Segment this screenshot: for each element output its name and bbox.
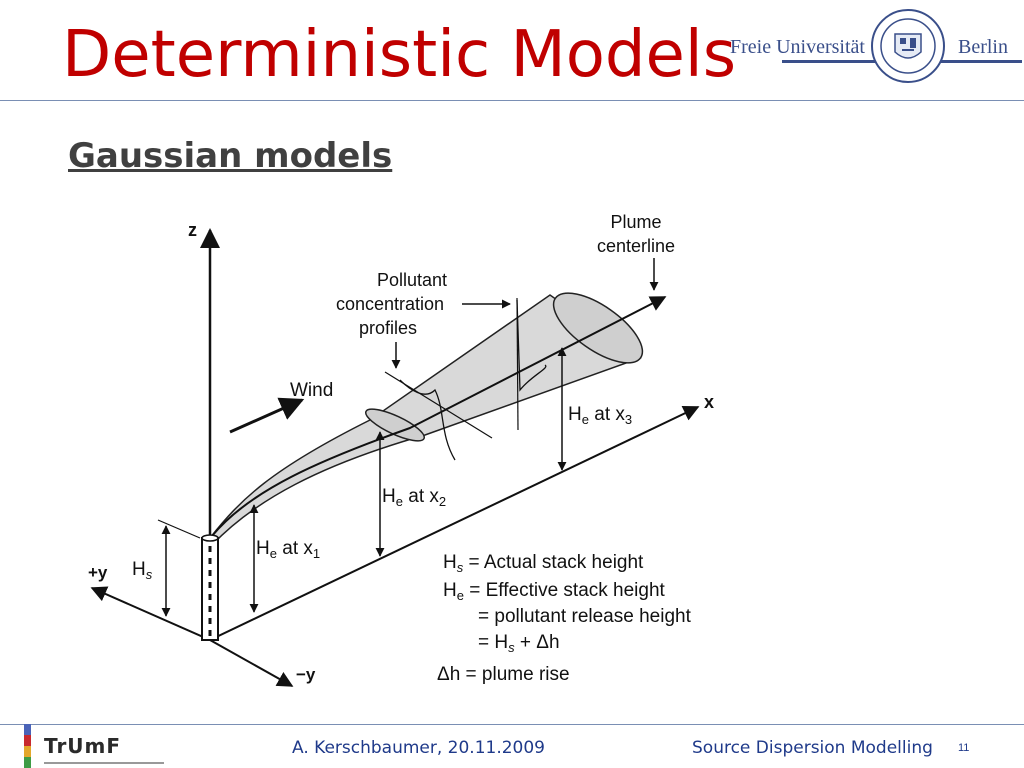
- gaussian-plume-diagram: z x +y −y Hs He at x1 He at x2 He at x3 …: [88, 212, 714, 687]
- wind-label: Wind: [290, 380, 333, 401]
- wind-arrow: [229, 397, 305, 434]
- x-axis: [209, 405, 700, 641]
- legend-line-1: Hs = Actual stack height: [443, 552, 644, 575]
- x-axis-label: x: [704, 392, 714, 412]
- page-number: 11: [958, 742, 970, 754]
- minus-y-label: −y: [296, 665, 316, 684]
- concentration-profile-far-axis: [516, 297, 519, 431]
- stack-top: [201, 534, 219, 542]
- footer-divider: [0, 724, 1024, 725]
- university-seal-icon: [871, 9, 945, 83]
- y-axis-minus: [209, 639, 294, 687]
- he3-label: He at x3: [568, 404, 632, 427]
- footer-color-bar: [24, 724, 31, 768]
- legend-line-5: Δh = plume rise: [437, 664, 570, 685]
- stack: [201, 537, 219, 641]
- slide-title: Deterministic Models: [62, 18, 737, 92]
- plume-centerline-label-2: centerline: [597, 236, 675, 256]
- university-logo: Freie Universität Berlin: [722, 8, 1022, 88]
- he1-label: He at x1: [256, 538, 320, 561]
- pollutant-label-1: Pollutant: [377, 270, 447, 290]
- concentration-profile-far: [516, 299, 547, 392]
- logo-text-right: Berlin: [958, 36, 1008, 58]
- logo-text-left: Freie Universität: [730, 36, 865, 58]
- plus-y-label: +y: [88, 563, 108, 582]
- hs-label: Hs: [132, 559, 153, 582]
- plume-centerline-label-1: Plume: [610, 212, 661, 232]
- hs-extension-top: [157, 519, 201, 539]
- title-divider: [0, 100, 1024, 101]
- y-axis-plus: [90, 586, 211, 641]
- he2-label: He at x2: [382, 486, 446, 509]
- plume-cross-section-far: [552, 292, 644, 364]
- slide-subtitle: Gaussian models: [68, 136, 393, 176]
- plume-centerline: [211, 296, 667, 537]
- legend: Hs = Actual stack height He = Effective …: [437, 552, 692, 685]
- trumf-logo-underline: [44, 762, 164, 764]
- plume-cross-section-near: [364, 408, 426, 442]
- trumf-logo: TrUmF: [44, 734, 122, 758]
- pollutant-label-3: profiles: [359, 318, 417, 338]
- z-axis-label: z: [188, 220, 197, 240]
- legend-line-3: = pollutant release height: [478, 606, 692, 627]
- footer-author: A. Kerschbaumer, 20.11.2009: [292, 738, 545, 758]
- pollutant-label-2: concentration: [336, 294, 444, 314]
- concentration-profile-near-baseline: [384, 371, 493, 439]
- footer-topic: Source Dispersion Modelling: [692, 738, 933, 758]
- concentration-profile-near: [399, 379, 456, 461]
- legend-line-2: He = Effective stack height: [443, 580, 666, 603]
- legend-line-4: = Hs + Δh: [478, 632, 560, 655]
